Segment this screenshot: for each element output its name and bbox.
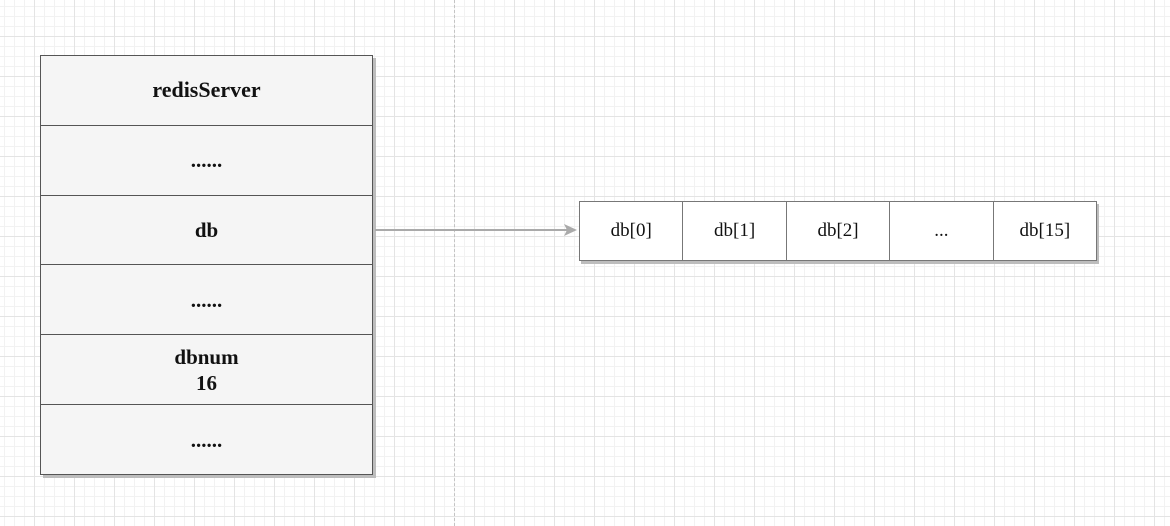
db-array: db[0] db[1] db[2] ... db[15] (579, 201, 1097, 261)
field-label: db (194, 218, 219, 243)
db-cell: db[1] (683, 202, 787, 260)
db-cell: db[15] (1019, 220, 1071, 241)
field-label: ...... (190, 427, 223, 452)
redis-server-struct: redisServer ...... db ...... dbnum 16 ..… (40, 55, 373, 475)
struct-title: redisServer (41, 56, 372, 126)
struct-field-ellipsis: ...... (41, 405, 372, 474)
struct-title-text: redisServer (152, 77, 261, 103)
field-label: ...... (190, 148, 223, 173)
db-cell: ... (890, 202, 994, 260)
struct-field-ellipsis: ...... (41, 265, 372, 336)
pointer-arrow (375, 224, 577, 236)
field-label: dbnum (174, 344, 239, 369)
db-cell: db[0] (580, 202, 684, 260)
struct-field-ellipsis: ...... (41, 126, 372, 196)
db-cell: db[2] (787, 202, 891, 260)
field-value: 16 (196, 370, 217, 395)
field-label: ...... (190, 287, 223, 312)
dashed-divider (454, 0, 455, 526)
struct-field-dbnum: dbnum 16 (41, 335, 372, 406)
arrowhead-icon (564, 224, 577, 236)
struct-field-db: db (41, 196, 372, 266)
